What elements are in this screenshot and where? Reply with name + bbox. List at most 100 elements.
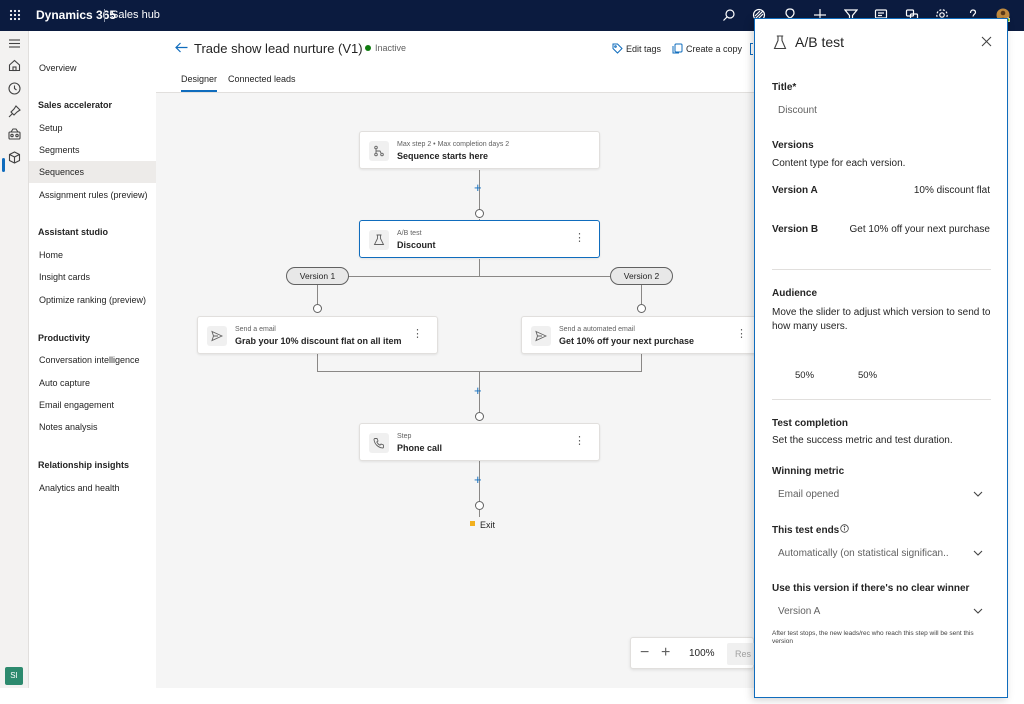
tab-designer[interactable]: Designer [181,74,218,84]
app-name[interactable]: Sales hub [111,9,160,21]
version-2-pill[interactable]: Version 2 [610,267,673,285]
connector-line [317,285,318,304]
home-icon[interactable] [7,58,22,73]
version-a-label: Version A [772,185,818,196]
exit-marker-icon [470,521,475,526]
connector-line [479,461,480,501]
panel-title: A/B test [795,34,845,50]
more-options-icon[interactable]: ⋮ [736,328,747,340]
connector-line [348,276,610,277]
nav-section-sales-accelerator: Sales accelerator [38,100,113,110]
more-options-icon[interactable]: ⋮ [412,328,423,340]
nav-item-optimize-ranking[interactable]: Optimize ranking (preview) [39,295,147,305]
email-card-title: Grab your 10% discount flat on all item [235,336,402,346]
zoom-in-button[interactable]: + [661,644,671,661]
sequence-start-card[interactable]: Max step 2 • Max completion days 2 Seque… [359,131,600,169]
phone-card-subtitle: Step [397,433,412,440]
create-copy-button[interactable]: Create a copy [672,43,743,54]
hamburger-icon[interactable] [7,36,22,51]
audience-description: Move the slider to adjust which version … [772,307,991,332]
zoom-out-button[interactable]: − [640,644,650,661]
audience-version-b-percent: 50% [858,370,878,381]
top-bar: Dynamics 365 Sales hub [0,0,1024,31]
test-ends-label: This test ends [772,525,840,536]
zoom-level: 100% [689,648,715,659]
add-step-button[interactable]: + [474,472,482,487]
nav-item-home[interactable]: Home [39,250,64,260]
nav-item-email-engagement[interactable]: Email engagement [39,400,115,410]
designer-canvas[interactable] [156,93,754,688]
nav-item-analytics-health[interactable]: Analytics and health [39,483,120,493]
nav-item-notes-analysis[interactable]: Notes analysis [39,422,98,432]
nav-item-sequences[interactable]: Sequences [29,161,156,183]
start-card-subtitle: Max step 2 • Max completion days 2 [397,141,510,148]
phone-call-step-card[interactable]: Step Phone call ⋮ [359,423,600,461]
pin-icon[interactable] [7,104,22,119]
ab-card-subtitle: A/B test [397,230,422,237]
flask-icon [369,230,389,250]
connector-node [475,412,484,421]
add-step-button[interactable]: + [474,383,482,398]
nav-item-auto-capture[interactable]: Auto capture [39,378,91,388]
flask-icon [773,35,787,50]
edit-tags-button[interactable]: Edit tags [612,43,662,54]
more-options-icon[interactable]: ⋮ [574,232,585,244]
audience-label: Audience [772,288,818,299]
version-a-value[interactable]: 10% discount flat [913,185,990,196]
side-navigation: Overview Sales accelerator Setup Segment… [29,31,156,688]
email-step-card[interactable]: Send a email Grab your 10% discount flat… [197,316,438,354]
avatar[interactable]: SI [5,667,23,685]
search-icon[interactable] [722,8,736,22]
email-card-subtitle: Send a automated email [559,326,635,333]
email-card-subtitle: Send a email [235,326,276,333]
status-badge: Inactive [375,43,407,53]
brand-name[interactable]: Dynamics 365 [36,8,117,22]
nav-item-insight-cards[interactable]: Insight cards [39,272,91,282]
connector-line [479,510,480,517]
nav-item-setup[interactable]: Setup [39,123,63,133]
email-card-title: Get 10% off your next purchase [559,336,695,346]
more-actions-icon[interactable] [750,43,753,55]
connector-line [479,170,480,210]
versions-description: Content type for each version. [772,158,906,169]
fallback-version-select[interactable]: Version A [778,606,821,617]
reset-button[interactable]: Res [727,643,761,665]
chevron-down-icon[interactable] [973,491,983,498]
version-b-label: Version B [772,224,819,235]
versions-label: Versions [772,140,814,151]
app-launcher-icon[interactable] [9,9,21,21]
accelerator-icon[interactable] [7,126,22,141]
nav-section-relationship-insights: Relationship insights [38,460,130,470]
ab-test-card[interactable]: A/B test Discount ⋮ [359,220,600,258]
version-b-value[interactable]: Get 10% off your next purchase [849,224,990,235]
cube-icon[interactable] [7,150,22,165]
nav-item-segments[interactable]: Segments [39,145,80,155]
back-arrow-icon[interactable] [175,42,188,53]
more-options-icon[interactable]: ⋮ [574,435,585,447]
info-icon[interactable] [840,524,849,533]
create-copy-label: Create a copy [686,44,743,54]
connector-line [479,259,480,276]
nav-item-conversation-intelligence[interactable]: Conversation intelligence [39,355,140,365]
phone-icon [369,433,389,453]
ab-card-title: Discount [397,240,436,250]
add-step-button[interactable]: + [474,180,482,195]
close-icon[interactable] [981,36,992,47]
connector-line [317,354,318,371]
edit-tags-label: Edit tags [626,44,662,54]
winning-metric-label: Winning metric [772,466,845,477]
nav-item-assignment-rules[interactable]: Assignment rules (preview) [39,190,148,200]
start-card-title: Sequence starts here [397,151,489,161]
automated-email-step-card[interactable]: Send a automated email Get 10% off your … [521,316,762,354]
winning-metric-select[interactable]: Email opened [778,489,840,500]
test-ends-select[interactable]: Automatically (on statistical significan… [778,548,949,559]
version-1-pill[interactable]: Version 1 [286,267,349,285]
topbar-divider [104,9,105,22]
chevron-down-icon[interactable] [973,550,983,557]
left-rail [0,31,29,688]
chevron-down-icon[interactable] [973,608,983,615]
tab-connected-leads[interactable]: Connected leads [228,74,296,84]
title-input[interactable]: Discount [778,105,817,116]
recent-icon[interactable] [7,81,22,96]
nav-item-overview[interactable]: Overview [39,63,77,73]
